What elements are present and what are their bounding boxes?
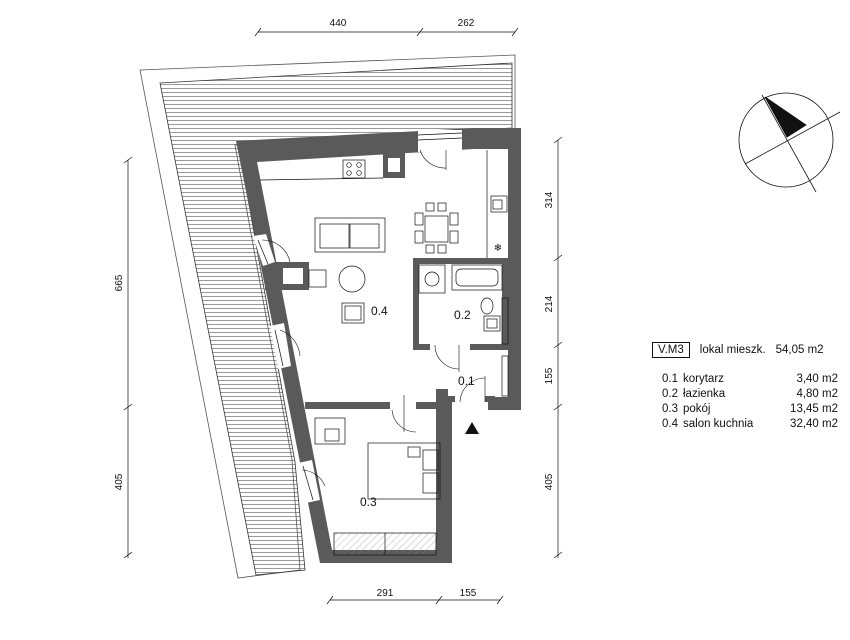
room-number: 0.4 [662,418,678,430]
room-name: pokój [683,403,711,415]
room-number: 0.2 [662,388,678,400]
living-furniture [308,202,459,324]
legend-row: 0.3 pokój 13,45 m2 [652,402,842,417]
dim-right-1: 314 [544,191,555,208]
dim-right-2: 214 [544,295,555,312]
unit-label: lokal mieszk. [699,344,766,356]
room-number-04: 0.4 [371,304,388,318]
dim-left-2: 405 [114,473,125,490]
dimension-lines [123,27,563,605]
legend-row: 0.4 salon kuchnia 32,40 m2 [652,417,842,432]
windows [257,132,463,501]
room-number-02: 0.2 [454,308,471,322]
kitchen [259,150,508,258]
entrance-triangle-icon [465,422,479,434]
dim-bottom-1: 291 [377,588,394,599]
walls [236,128,521,563]
room-number-03: 0.3 [360,495,377,509]
room-area: 13,45 m2 [790,403,838,415]
room-name: salon kuchnia [683,418,754,430]
dim-top-2: 262 [458,18,475,29]
bedroom-furniture [314,417,441,556]
room-number-01: 0.1 [458,374,475,388]
room-area: 3,40 m2 [796,373,838,385]
dim-right-4: 405 [544,473,555,490]
snowflake-icon: ❄ [494,243,502,254]
legend-row: 0.1 korytarz 3,40 m2 [652,372,842,387]
door-swings [261,149,486,487]
dim-left-1: 665 [114,274,125,291]
north-arrow-icon [738,92,841,193]
bathroom-fixtures [418,264,509,397]
room-number: 0.1 [662,373,678,385]
unit-area: 54,05 m2 [775,344,824,356]
room-name: korytarz [683,373,724,385]
dim-top-1: 440 [330,18,347,29]
dim-right-3: 155 [544,367,555,384]
area-legend: V.M3 lokal mieszk. 54,05 m2 0.1 korytarz… [652,340,842,432]
room-area: 4,80 m2 [796,388,838,400]
openings [253,130,485,503]
unit-code: V.M3 [652,342,690,358]
room-name: łazienka [683,388,726,400]
room-area: 32,40 m2 [790,418,838,430]
legend-rows: 0.1 korytarz 3,40 m2 0.2 łazienka 4,80 m… [652,372,842,432]
dim-bottom-2: 155 [460,588,477,599]
room-number: 0.3 [662,403,678,415]
legend-row: 0.2 łazienka 4,80 m2 [652,387,842,402]
balcony [139,54,516,579]
legend-header: V.M3 lokal mieszk. 54,05 m2 [652,340,842,360]
